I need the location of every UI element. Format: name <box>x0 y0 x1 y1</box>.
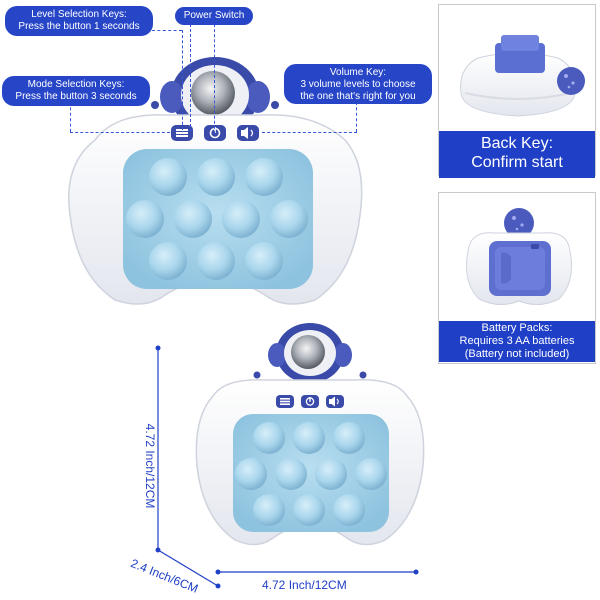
volume-callout-line3: the one that's right for you <box>300 91 416 102</box>
volume-button[interactable] <box>237 125 259 141</box>
mode-selection-button[interactable] <box>276 395 294 408</box>
speaker-icon <box>329 396 339 407</box>
device-back-view-image <box>466 208 572 305</box>
battery-line2: Requires 3 AA batteries <box>459 335 575 347</box>
volume-callout-line2: 3 volume levels to choose <box>300 79 416 90</box>
volume-key-callout: Volume Key: 3 volume levels to choose th… <box>284 64 432 104</box>
bubble-icon <box>126 158 308 280</box>
power-icon <box>305 397 315 406</box>
volume-button[interactable] <box>326 395 344 408</box>
battery-title: Battery Packs: <box>481 322 553 334</box>
battery-banner: Battery Packs: Requires 3 AA batteries (… <box>439 321 595 362</box>
width-dimension-label: 4.72 Inch/12CM <box>262 578 347 592</box>
level-callout-line2: Press the button 1 seconds <box>18 21 140 32</box>
back-key-subtitle: Confirm start <box>471 154 563 171</box>
back-key-title: Back Key: <box>480 135 554 152</box>
mode-callout-line2: Press the button 3 seconds <box>15 91 137 102</box>
mode-selection-button[interactable] <box>171 125 193 141</box>
device-top-view-image <box>460 35 585 117</box>
speaker-icon <box>241 127 254 139</box>
level-selection-callout: Level Selection Keys: Press the button 1… <box>5 6 153 36</box>
menu-icon <box>176 129 188 137</box>
level-callout-line1: Level Selection Keys: <box>31 9 127 20</box>
back-key-banner: Back Key: Confirm start <box>439 131 595 178</box>
back-key-card: Back Key: Confirm start <box>438 4 596 178</box>
dimension-lines <box>155 345 419 589</box>
power-button[interactable] <box>204 125 226 141</box>
power-icon <box>209 127 221 139</box>
bubble-icon <box>235 422 387 526</box>
mode-selection-callout: Mode Selection Keys: Press the button 3 … <box>2 76 150 106</box>
bottom-device <box>195 323 425 546</box>
power-button[interactable] <box>301 395 319 408</box>
battery-card: Battery Packs: Requires 3 AA batteries (… <box>438 192 596 364</box>
astronaut-icon <box>268 323 352 386</box>
power-callout-line1: Power Switch <box>183 10 245 21</box>
battery-line3: (Battery not included) <box>464 348 570 360</box>
height-dimension-label: 4.72 Inch/12CM <box>143 423 157 509</box>
top-device <box>68 57 363 305</box>
volume-callout-line1: Volume Key: <box>329 67 387 78</box>
menu-icon <box>280 398 290 405</box>
mode-callout-line1: Mode Selection Keys: <box>27 79 125 90</box>
astronaut-icon <box>160 57 270 137</box>
power-switch-callout: Power Switch <box>175 7 253 25</box>
